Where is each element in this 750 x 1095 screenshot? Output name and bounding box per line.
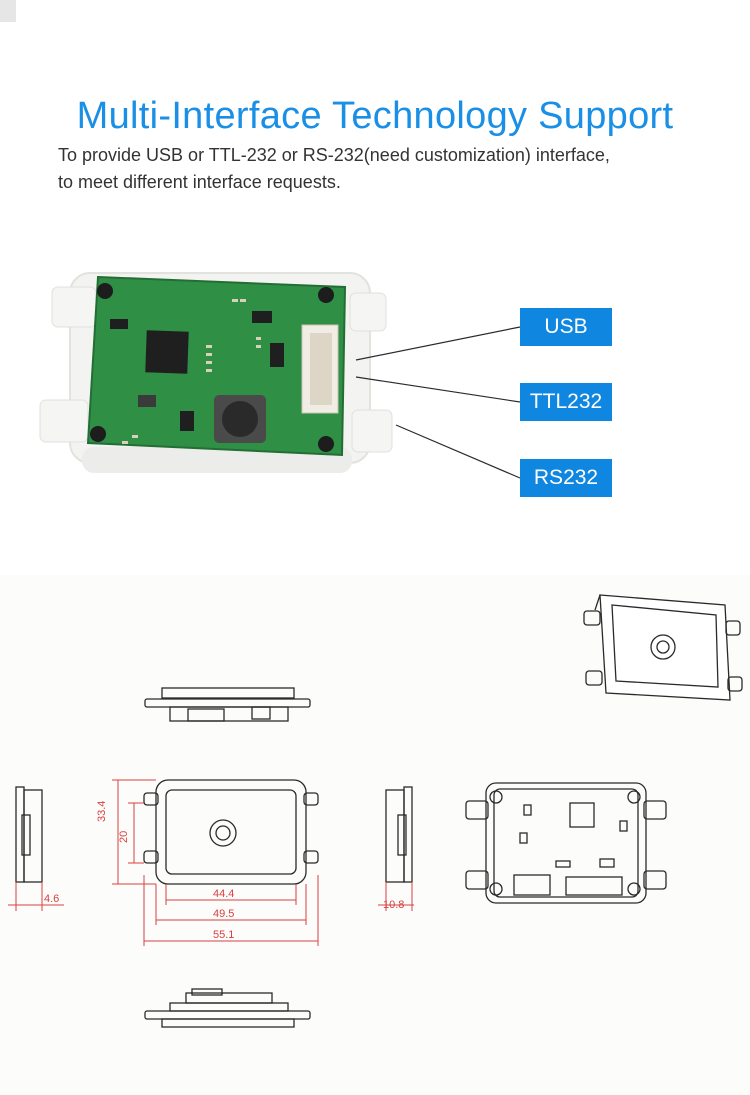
back-view bbox=[465, 782, 667, 904]
description-line-2: to meet different interface requests. bbox=[58, 172, 341, 192]
rs232-interface-tag: RS232 bbox=[520, 459, 612, 497]
description-line-1: To provide USB or TTL-232 or RS-232(need… bbox=[58, 145, 610, 165]
ttl232-interface-tag: TTL232 bbox=[520, 383, 612, 421]
interface-leader-lines bbox=[355, 326, 521, 479]
technical-drawings bbox=[8, 594, 743, 1028]
page-description: To provide USB or TTL-232 or RS-232(need… bbox=[58, 142, 718, 196]
corner-tab bbox=[0, 0, 16, 22]
dimension-height-outer: 33.4 bbox=[96, 800, 108, 822]
dimension-width-outer: 55.1 bbox=[213, 929, 235, 941]
dimension-depth-side: 10.8 bbox=[383, 899, 405, 911]
dimension-height-inner: 20 bbox=[118, 830, 130, 843]
perspective-view bbox=[583, 594, 743, 701]
top-side-view bbox=[144, 687, 311, 722]
bottom-side-view bbox=[144, 988, 311, 1028]
dimension-width-inner: 44.4 bbox=[213, 888, 235, 900]
left-side-view bbox=[15, 786, 43, 883]
usb-interface-tag: USB bbox=[520, 308, 612, 346]
front-view-dimension-lines bbox=[112, 779, 319, 946]
scanner-module-photo bbox=[39, 272, 521, 479]
dimension-depth-front: 4.6 bbox=[44, 893, 60, 905]
front-view bbox=[143, 779, 319, 885]
pcb-board bbox=[86, 275, 347, 457]
right-side-view bbox=[385, 786, 413, 883]
page-title: Multi-Interface Technology Support bbox=[76, 95, 674, 138]
dimension-width-mid: 49.5 bbox=[213, 908, 235, 920]
